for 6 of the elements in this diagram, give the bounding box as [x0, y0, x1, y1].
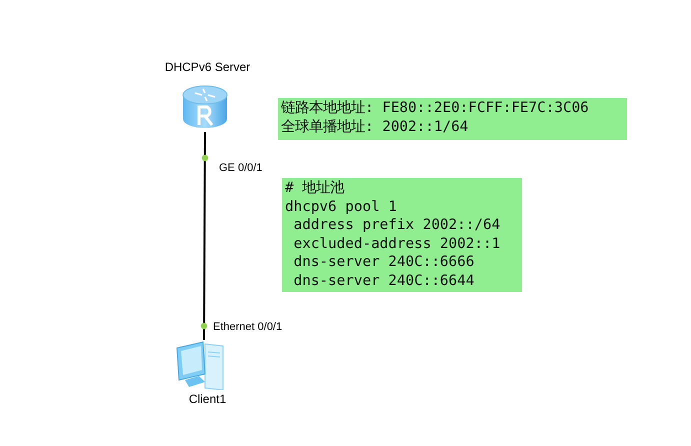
port-label: Ethernet 0/0/1: [213, 321, 282, 333]
config-note: # 地址池 dhcpv6 pool 1 address prefix 2002::/64 excluded-address 2002::1 dns-server 240C::6666 dns-server 240C::6644: [282, 178, 522, 292]
device-name: DHCPv6 Server: [164, 60, 252, 74]
config-note: 链路本地地址: FE80::2E0:FCFF:FE7C:3C06 全球单播地址: 2002::1/64: [278, 98, 627, 140]
port-label: GE 0/0/1: [219, 162, 262, 174]
device-name: Client1: [188, 392, 228, 406]
